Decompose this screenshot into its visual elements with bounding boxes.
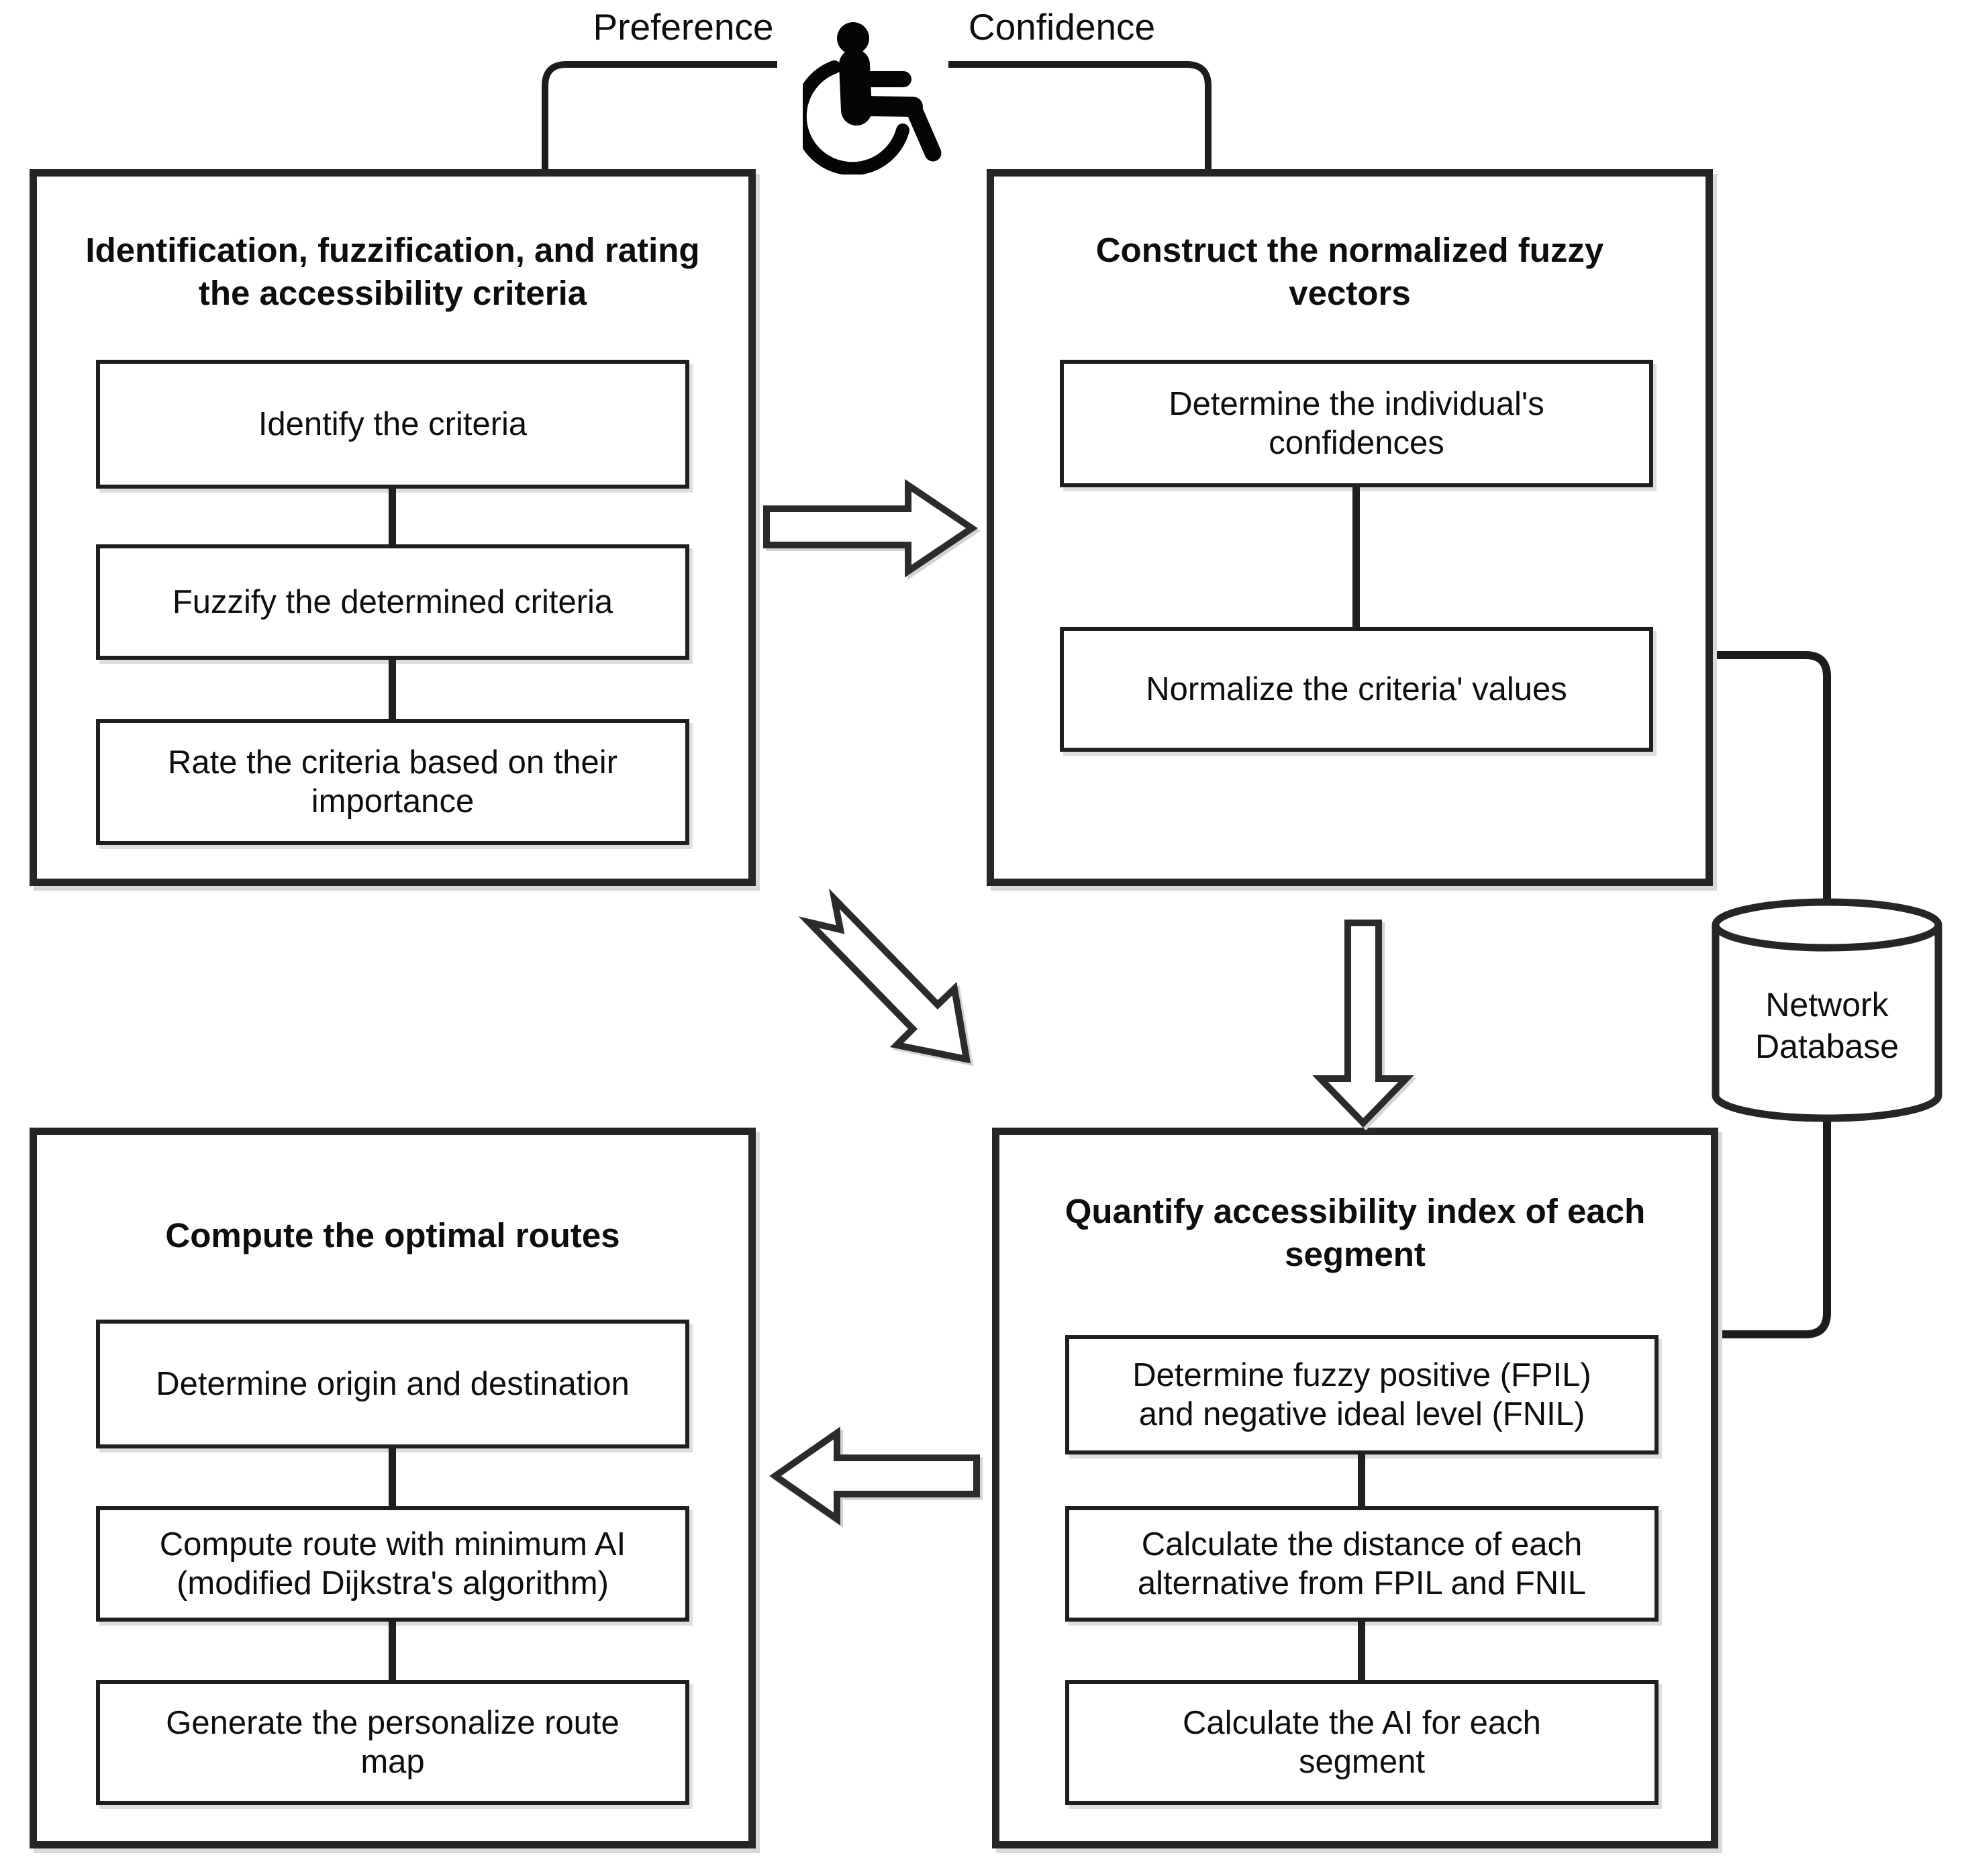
database-output-connector-line [1716, 1101, 1831, 1338]
step-determine-fpil-fnil: Determine fuzzy positive (FPIL) and nega… [1065, 1335, 1659, 1454]
step-calculate-distance: Calculate the distance of each alternati… [1065, 1506, 1659, 1622]
flow-arrow-down-icon [1312, 920, 1414, 1128]
flow-arrow-right-icon [763, 479, 978, 578]
step-text: Determine origin and destination [156, 1366, 630, 1402]
step-text: Determine the individual's [1169, 386, 1544, 422]
flow-arrow-left-icon [769, 1426, 980, 1526]
step-connector [389, 489, 396, 546]
step-text: confidences [1269, 425, 1444, 461]
step-compute-route-min-ai: Compute route with minimum AI (modified … [96, 1506, 689, 1622]
step-text: Generate the personalize route [166, 1705, 620, 1741]
step-text: Rate the criteria based on their [167, 744, 618, 781]
step-text: Identify the criteria [258, 406, 528, 442]
confidence-connector-line [948, 61, 1212, 172]
flow-arrow-diagonal-icon [798, 888, 971, 1064]
stage-title-construct-vectors: Construct the normalized fuzzy vectors [994, 229, 1706, 315]
step-text: (modified Dijkstra's algorithm) [177, 1565, 609, 1601]
step-origin-destination: Determine origin and destination [96, 1320, 689, 1448]
wheelchair-user-icon [803, 22, 942, 175]
step-text: map [360, 1744, 425, 1780]
title-line: segment [1285, 1235, 1426, 1273]
step-connector [389, 1448, 396, 1508]
step-text: Determine fuzzy positive (FPIL) [1132, 1357, 1591, 1393]
step-connector [1358, 1454, 1365, 1506]
step-fuzzify-criteria: Fuzzify the determined criteria [96, 544, 689, 660]
title-line: the accessibility criteria [198, 274, 587, 312]
title-line: Construct the normalized fuzzy [1095, 231, 1604, 269]
database-input-connector-line [1712, 651, 1831, 910]
stage-title-identification: Identification, fuzzification, and ratin… [37, 229, 748, 315]
title-line: Identification, fuzzification, and ratin… [85, 231, 700, 269]
step-text: Calculate the distance of each [1141, 1526, 1583, 1563]
preference-label: Preference [593, 6, 774, 48]
step-text: Calculate the AI for each [1183, 1705, 1541, 1741]
step-text: Compute route with minimum AI [159, 1526, 626, 1563]
step-connector [1358, 1620, 1365, 1681]
title-line: Quantify accessibility index of each [1065, 1192, 1646, 1230]
step-calculate-ai: Calculate the AI for each segment [1065, 1680, 1659, 1805]
title-line: vectors [1289, 274, 1411, 312]
stage-box-quantify-index: Quantify accessibility index of each seg… [992, 1128, 1718, 1848]
stage-title-compute-routes: Compute the optimal routes [37, 1214, 748, 1257]
step-generate-route-map: Generate the personalize route map [96, 1680, 689, 1805]
step-identify-criteria: Identify the criteria [96, 360, 689, 489]
step-text: importance [311, 783, 475, 820]
step-text: segment [1299, 1744, 1425, 1780]
step-determine-confidences: Determine the individual's confidences [1060, 360, 1653, 487]
stage-title-quantify-index: Quantify accessibility index of each seg… [999, 1190, 1711, 1276]
db-label-line: Network [1765, 986, 1889, 1024]
step-connector [1352, 487, 1360, 628]
preference-connector-line [542, 61, 777, 172]
step-connector [389, 658, 396, 720]
step-rate-criteria: Rate the criteria based on their importa… [96, 719, 689, 845]
step-text: alternative from FPIL and FNIL [1137, 1565, 1587, 1601]
stage-box-construct-vectors: Construct the normalized fuzzy vectors D… [987, 169, 1713, 886]
stage-box-compute-routes: Compute the optimal routes Determine ori… [30, 1128, 756, 1848]
step-connector [389, 1620, 396, 1681]
step-text: Fuzzify the determined criteria [172, 584, 613, 620]
step-text: and negative ideal level (FNIL) [1138, 1396, 1585, 1432]
step-text: Normalize the criteria' values [1146, 671, 1567, 707]
step-normalize-values: Normalize the criteria' values [1060, 627, 1653, 752]
confidence-label: Confidence [968, 6, 1156, 48]
stage-box-identification: Identification, fuzzification, and ratin… [30, 169, 756, 886]
network-database-label: Network Database [1741, 984, 1913, 1067]
db-label-line: Database [1755, 1028, 1899, 1065]
title-line: Compute the optimal routes [165, 1216, 620, 1254]
